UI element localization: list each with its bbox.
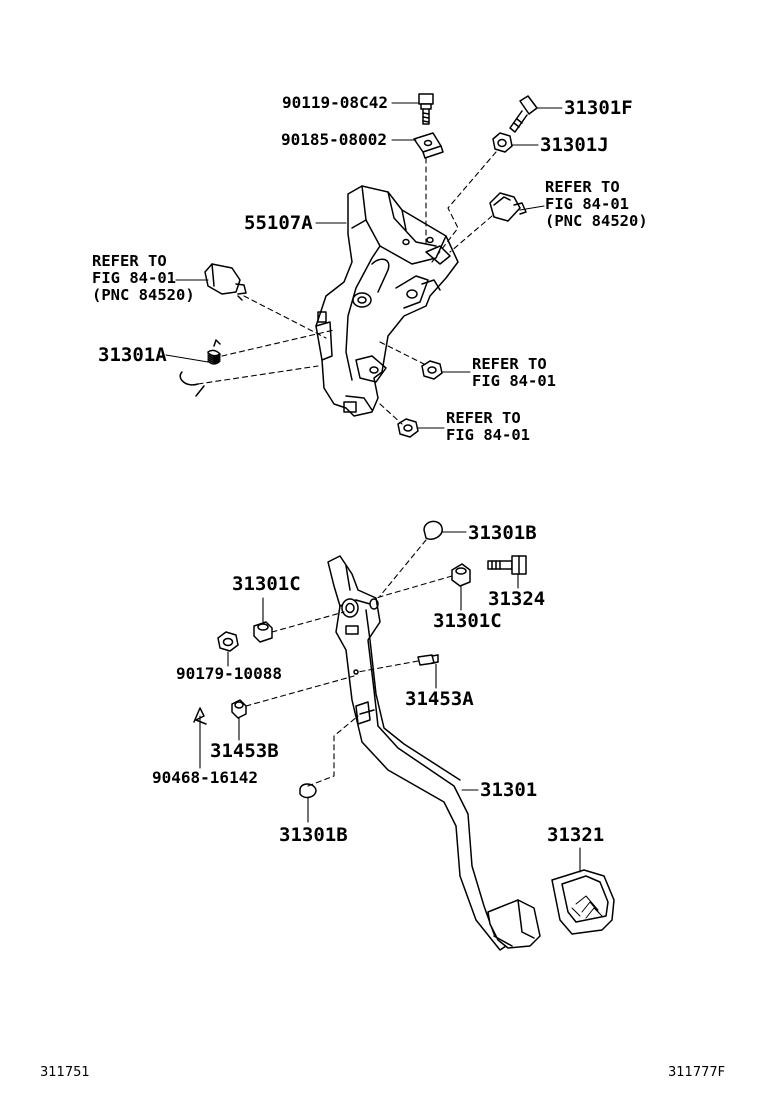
return-spring-31301a-icon	[179, 339, 221, 397]
refer-note-right-line1: REFER TO	[545, 178, 620, 196]
label-31301: 31301	[480, 779, 538, 801]
pedal-pad-31321-icon	[551, 869, 615, 935]
collar-31301c-left-icon	[253, 621, 273, 643]
label-90468-16142: 90468-16142	[152, 768, 258, 787]
upper-dashed-assembly-lines	[197, 151, 497, 425]
label-31321: 31321	[547, 824, 605, 846]
collar-31301c-right-icon	[451, 563, 471, 587]
refer-note-left: REFER TO FIG 84-01 (PNC 84520)	[92, 253, 195, 304]
cushion-31301b-top-icon	[423, 520, 443, 540]
refer-note-nut-lower-line2: FIG 84-01	[446, 426, 530, 444]
label-31301c-right: 31301C	[433, 610, 502, 632]
label-90179-10088: 90179-10088	[176, 664, 282, 683]
nut-upper-icon	[421, 360, 443, 380]
lower-dashed-assembly-lines	[245, 539, 453, 787]
lower-leader-lines	[199, 531, 581, 873]
cushion-31301b-bottom-icon	[299, 783, 317, 799]
refer-note-nut-upper-line1: REFER TO	[472, 355, 547, 373]
refer-note-nut-upper: REFER TO FIG 84-01	[472, 356, 556, 390]
label-55107a: 55107A	[244, 212, 313, 234]
label-31301c-left: 31301C	[232, 573, 301, 595]
label-31301b-bottom: 31301B	[279, 824, 348, 846]
refer-note-left-line1: REFER TO	[92, 252, 167, 270]
refer-note-right-line3: (PNC 84520)	[545, 212, 648, 230]
refer-note-right: REFER TO FIG 84-01 (PNC 84520)	[545, 179, 648, 230]
clip-90468-icon	[193, 707, 207, 725]
refer-note-nut-lower: REFER TO FIG 84-01	[446, 410, 530, 444]
label-31301f: 31301F	[564, 97, 633, 119]
label-31301b-top: 31301B	[468, 522, 537, 544]
footer-left-code: 311751	[40, 1065, 90, 1080]
label-31301a: 31301A	[98, 344, 167, 366]
nut-lower-icon	[397, 418, 419, 438]
refer-note-nut-lower-line1: REFER TO	[446, 409, 521, 427]
refer-note-left-line2: FIG 84-01	[92, 269, 176, 287]
brake-pedal-lever-31301-icon	[327, 555, 541, 951]
footer-right-code: 311777F	[668, 1065, 726, 1080]
label-31324: 31324	[488, 588, 546, 610]
label-31453b: 31453B	[210, 740, 279, 762]
bolt-31324-icon	[487, 555, 527, 575]
nut-90179-icon	[217, 631, 239, 652]
label-31453a: 31453A	[405, 688, 474, 710]
refer-note-left-line3: (PNC 84520)	[92, 286, 195, 304]
stop-lamp-switch-right-icon	[489, 192, 527, 222]
bolt-31301f-icon	[509, 95, 538, 133]
label-90185-08002: 90185-08002	[281, 130, 387, 149]
stop-lamp-switch-left-icon	[204, 263, 247, 301]
clip-nut-90185-icon	[413, 132, 444, 159]
bushing-31453b-icon	[231, 699, 247, 719]
refer-note-nut-upper-line2: FIG 84-01	[472, 372, 556, 390]
bolt-90119-icon	[418, 93, 434, 125]
upper-leader-lines	[165, 102, 563, 429]
refer-note-right-line2: FIG 84-01	[545, 195, 629, 213]
pedal-bracket-55107a-icon	[315, 185, 459, 417]
nut-31301j-icon	[492, 132, 513, 153]
label-90119-08c42: 90119-08C42	[282, 93, 388, 112]
label-31301j: 31301J	[540, 134, 609, 156]
pin-31453a-icon	[417, 654, 439, 666]
